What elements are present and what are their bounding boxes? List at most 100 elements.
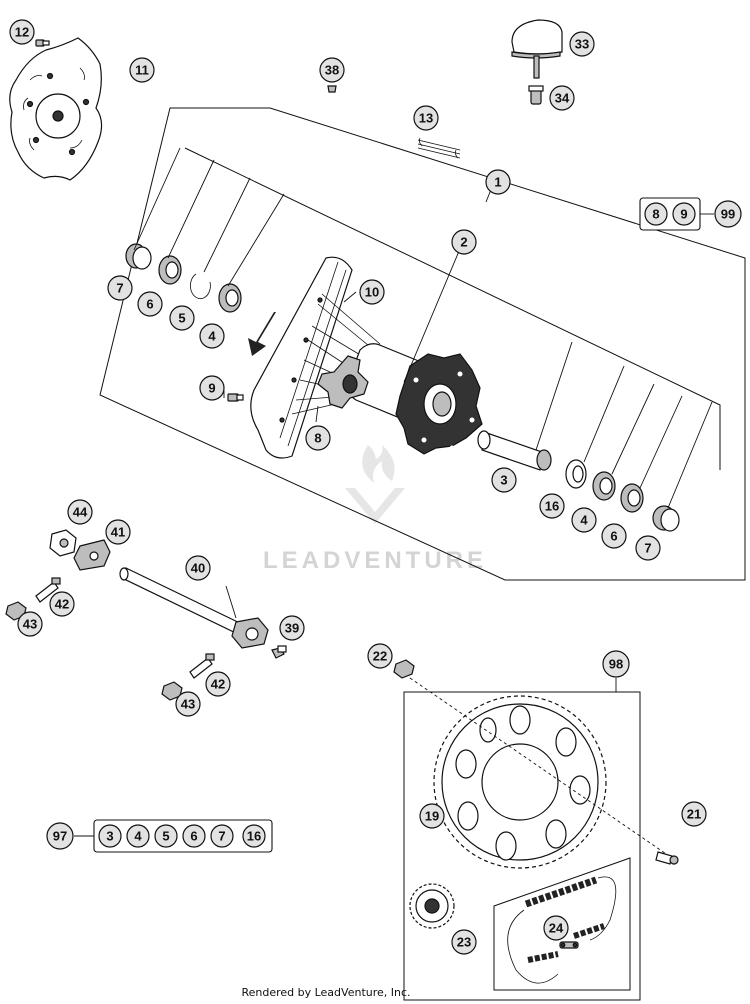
spoke-bundle — [417, 137, 461, 159]
svg-text:8: 8 — [314, 431, 321, 446]
svg-text:16: 16 — [545, 499, 559, 514]
svg-text:5: 5 — [162, 829, 169, 844]
rear-sprocket — [433, 695, 607, 869]
master-link — [559, 941, 579, 949]
bearing-set-left — [125, 243, 242, 313]
kit-99-item-8[interactable]: 8 — [644, 202, 668, 226]
callout-6-right[interactable]: 6 — [601, 523, 627, 549]
callout-41[interactable]: 41 — [105, 519, 131, 545]
watermark-logo — [345, 445, 405, 524]
callout-24[interactable]: 24 — [543, 915, 569, 941]
svg-text:43: 43 — [23, 617, 37, 632]
svg-text:22: 22 — [373, 649, 387, 664]
callout-7-right[interactable]: 7 — [635, 535, 661, 561]
callout-16[interactable]: 16 — [539, 493, 565, 519]
svg-text:2: 2 — [460, 235, 467, 250]
watermark-text: LEADVENTURE — [263, 547, 487, 574]
svg-text:42: 42 — [55, 597, 69, 612]
svg-text:42: 42 — [211, 677, 225, 692]
svg-text:8: 8 — [652, 207, 659, 222]
svg-text:23: 23 — [457, 935, 471, 950]
svg-text:5: 5 — [178, 311, 185, 326]
svg-text:11: 11 — [135, 63, 149, 78]
callout-5[interactable]: 5 — [169, 305, 195, 331]
kit-97-item-6[interactable]: 6 — [182, 824, 206, 848]
wheel-inner-frame — [184, 147, 721, 470]
svg-text:19: 19 — [425, 809, 439, 824]
callout-9[interactable]: 9 — [199, 375, 225, 401]
wheel-hub — [317, 343, 483, 455]
sprocket-nut — [393, 659, 415, 679]
svg-text:4: 4 — [580, 513, 588, 528]
svg-text:44: 44 — [73, 505, 88, 520]
axle-nut — [49, 529, 77, 557]
kit-97-item-5[interactable]: 5 — [154, 824, 178, 848]
svg-text:43: 43 — [181, 697, 195, 712]
kit-97-item-4[interactable]: 4 — [126, 824, 150, 848]
kit-99: 8 9 99 — [639, 197, 742, 231]
kit-97-item-3[interactable]: 3 — [98, 824, 122, 848]
callout-34[interactable]: 34 — [549, 85, 575, 111]
callout-38[interactable]: 38 — [319, 57, 345, 83]
svg-text:7: 7 — [116, 281, 123, 296]
callout-13[interactable]: 13 — [413, 105, 439, 131]
wheel-rim — [250, 256, 353, 459]
callout-33[interactable]: 33 — [569, 31, 595, 57]
callout-21[interactable]: 21 — [681, 801, 707, 827]
callout-4-left[interactable]: 4 — [199, 323, 225, 349]
callout-99[interactable]: 99 — [714, 200, 742, 228]
callout-40[interactable]: 40 — [185, 555, 211, 581]
kit-99-item-9[interactable]: 9 — [672, 202, 696, 226]
svg-text:7: 7 — [218, 829, 225, 844]
callout-6-left[interactable]: 6 — [137, 291, 163, 317]
svg-text:12: 12 — [15, 25, 29, 40]
svg-text:13: 13 — [419, 111, 433, 126]
svg-text:9: 9 — [208, 381, 215, 396]
callout-23[interactable]: 23 — [451, 929, 477, 955]
callout-3[interactable]: 3 — [491, 467, 517, 493]
callout-1[interactable]: 1 — [485, 169, 511, 195]
svg-text:6: 6 — [146, 297, 153, 312]
callout-7-left[interactable]: 7 — [107, 275, 133, 301]
svg-text:3: 3 — [500, 473, 507, 488]
callout-43-left[interactable]: 43 — [17, 611, 43, 637]
callout-10[interactable]: 10 — [359, 279, 385, 305]
callout-42-left[interactable]: 42 — [49, 591, 75, 617]
sprocket-kit-frame — [403, 691, 641, 1001]
svg-text:97: 97 — [53, 829, 67, 844]
callout-98[interactable]: 98 — [602, 650, 630, 678]
callout-2[interactable]: 2 — [451, 229, 477, 255]
callout-11[interactable]: 11 — [129, 57, 155, 83]
svg-text:33: 33 — [575, 37, 589, 52]
callout-39[interactable]: 39 — [279, 615, 305, 641]
svg-text:38: 38 — [325, 63, 339, 78]
rim-lock-nut — [528, 85, 544, 105]
callout-8[interactable]: 8 — [305, 425, 331, 451]
callout-42-right[interactable]: 42 — [205, 671, 231, 697]
chain-adjuster-left — [73, 539, 111, 571]
axle-bolt — [271, 645, 287, 659]
brake-disc — [9, 37, 103, 181]
rim-lock — [511, 19, 563, 79]
kit-97-item-7[interactable]: 7 — [210, 824, 234, 848]
callout-44[interactable]: 44 — [67, 499, 93, 525]
svg-text:4: 4 — [208, 329, 216, 344]
callout-12[interactable]: 12 — [9, 19, 35, 45]
callout-97[interactable]: 97 — [46, 822, 74, 850]
svg-text:41: 41 — [111, 525, 125, 540]
bearing-set-right — [565, 459, 680, 532]
disc-bolt — [35, 39, 50, 47]
adjuster-bolt-right — [189, 653, 215, 679]
svg-text:16: 16 — [247, 829, 261, 844]
callout-4-right[interactable]: 4 — [571, 507, 597, 533]
axle — [119, 567, 269, 649]
callout-43-right[interactable]: 43 — [175, 691, 201, 717]
kit-97-item-16[interactable]: 16 — [242, 824, 266, 848]
footer-credit: Rendered by LeadVenture, Inc. — [241, 986, 410, 999]
svg-text:6: 6 — [610, 529, 617, 544]
svg-text:7: 7 — [644, 541, 651, 556]
callout-22[interactable]: 22 — [367, 643, 393, 669]
wheel-assembly-frame — [99, 107, 746, 581]
callout-19[interactable]: 19 — [419, 803, 445, 829]
